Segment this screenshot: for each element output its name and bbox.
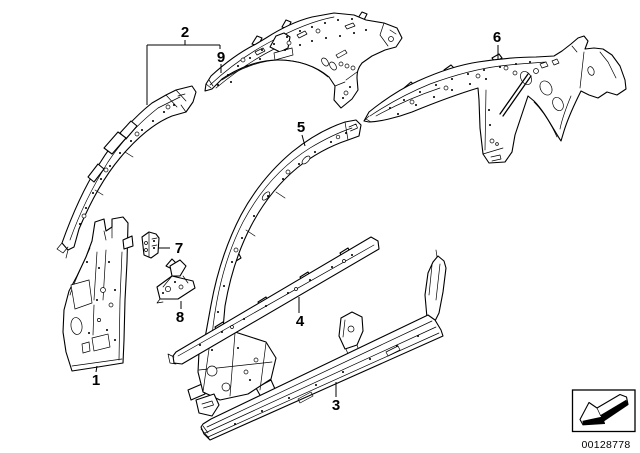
part-5-outline bbox=[204, 119, 362, 341]
callout-label-1[interactable]: 1 bbox=[92, 372, 100, 389]
callout-6: 6 bbox=[493, 29, 501, 59]
stamp-number: 00128778 bbox=[581, 439, 630, 451]
callout-leader-2 bbox=[146, 40, 221, 105]
callout-label-6[interactable]: 6 bbox=[493, 29, 501, 46]
callout-3: 3 bbox=[332, 382, 340, 414]
callout-9: 9 bbox=[217, 49, 225, 73]
callout-8: 8 bbox=[176, 301, 184, 326]
callout-leader-5 bbox=[301, 134, 306, 147]
part-6-outline bbox=[363, 35, 627, 164]
part-8-outline bbox=[156, 275, 196, 300]
part-3-outer-sill-panel bbox=[200, 249, 447, 441]
callout-label-7[interactable]: 7 bbox=[175, 240, 183, 257]
callout-leader-1 bbox=[95, 365, 98, 373]
part-9-roof-frame-member bbox=[204, 11, 403, 109]
callout-label-3[interactable]: 3 bbox=[332, 397, 340, 414]
part-6-rear-roof-frame-section bbox=[363, 35, 627, 164]
callout-7: 7 bbox=[158, 240, 183, 257]
part-4-inner-sill-rail bbox=[167, 236, 380, 365]
callout-label-2[interactable]: 2 bbox=[181, 24, 189, 41]
callout-label-4[interactable]: 4 bbox=[296, 313, 305, 330]
part-2-windscreen-frame-rail bbox=[56, 85, 197, 259]
part-9-outline bbox=[204, 12, 403, 109]
arrow-down-left-icon bbox=[579, 393, 629, 426]
callout-label-9[interactable]: 9 bbox=[217, 49, 225, 66]
callout-2: 2 bbox=[146, 24, 221, 105]
part-8-mounting-bracket bbox=[156, 258, 196, 304]
stamp-box: 00128778 bbox=[571, 389, 636, 451]
callout-5: 5 bbox=[297, 119, 306, 147]
callout-1: 1 bbox=[92, 365, 100, 389]
callout-4: 4 bbox=[296, 297, 305, 330]
part-2-outline bbox=[61, 85, 197, 251]
callout-label-8[interactable]: 8 bbox=[176, 309, 184, 326]
part-7-small-bracket bbox=[141, 231, 160, 259]
callout-label-5[interactable]: 5 bbox=[297, 119, 305, 136]
part-3-fin bbox=[424, 255, 447, 322]
part-1-a-pillar-inner-panel bbox=[62, 216, 134, 372]
part-5-a-pillar-reinforcement bbox=[187, 119, 362, 417]
